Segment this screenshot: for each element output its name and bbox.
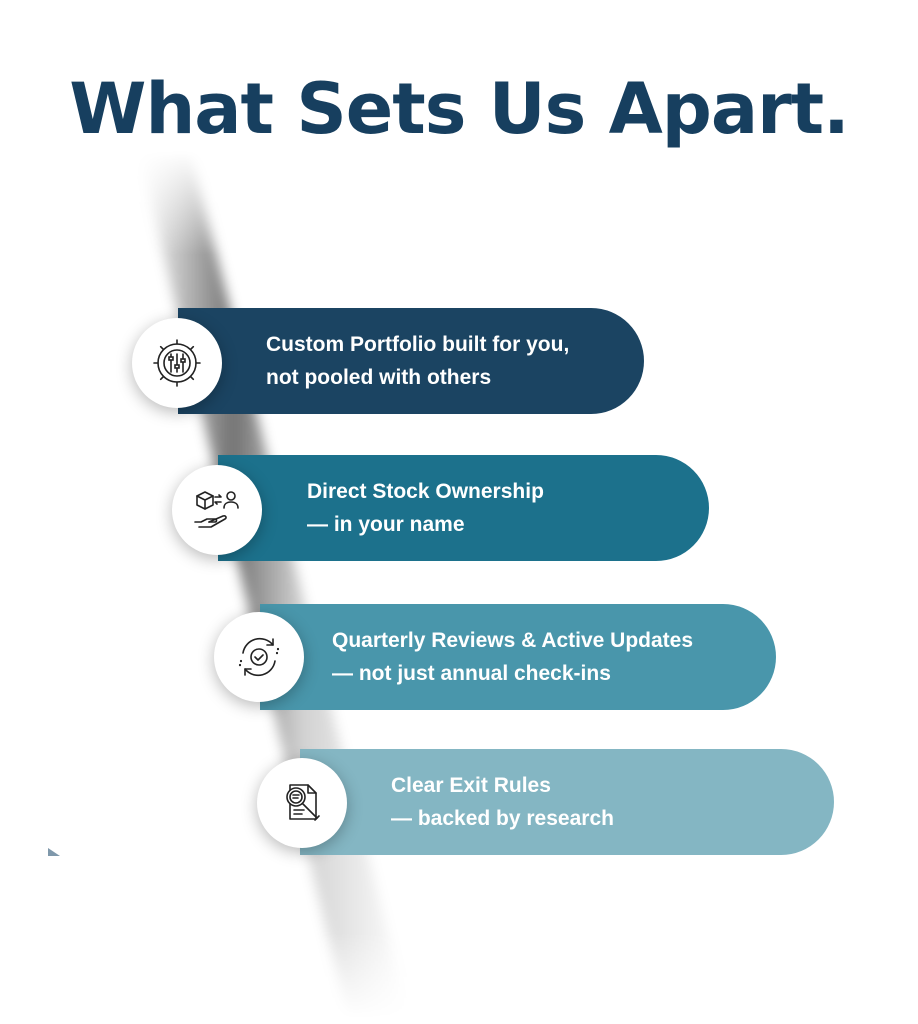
feature-title: Quarterly Reviews & Active Updates: [332, 629, 694, 652]
feature-title: Custom Portfolio built for you,: [266, 333, 570, 356]
feature-card-exit-rules: Clear Exit Rules — backed by research: [300, 749, 834, 855]
feature-card-direct-ownership: Direct Stock Ownership — in your name: [218, 455, 709, 561]
page-title: What Sets Us Apart.: [69, 68, 849, 150]
feature-card-quarterly-reviews: Quarterly Reviews & Active Updates — not…: [260, 604, 776, 710]
icon-circle: [257, 758, 347, 848]
document-magnifier-icon: [286, 784, 320, 821]
icon-circle: [214, 612, 304, 702]
feature-subtitle: — backed by research: [391, 807, 614, 830]
hand-box-person-icon: [194, 491, 239, 528]
icon-circle: [172, 465, 262, 555]
feature-subtitle: not pooled with others: [266, 366, 492, 389]
feature-title: Direct Stock Ownership: [307, 480, 544, 503]
corner-mark: [48, 848, 60, 856]
feature-title: Clear Exit Rules: [391, 774, 551, 797]
feature-card-custom-portfolio: Custom Portfolio built for you, not pool…: [178, 308, 644, 414]
feature-subtitle: — in your name: [307, 513, 465, 536]
feature-subtitle: — not just annual check-ins: [332, 662, 611, 685]
gear-sliders-icon: [153, 339, 201, 387]
refresh-check-icon: [238, 637, 280, 677]
icon-circle: [132, 318, 222, 408]
